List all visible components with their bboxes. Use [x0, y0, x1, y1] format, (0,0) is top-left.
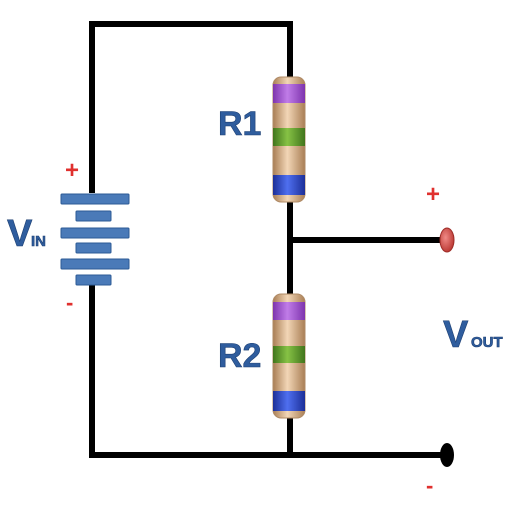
resistor-r1: [272, 76, 306, 203]
vout-label-main: V: [443, 314, 469, 356]
battery-plate-short: [75, 242, 112, 254]
output-minus-sign: -: [426, 473, 433, 498]
resistor-band-green: [273, 128, 305, 146]
r2-label: R2: [218, 337, 261, 375]
battery-plate-long: [60, 193, 130, 205]
resistor-band-blue: [273, 175, 305, 195]
r1-label: R1: [218, 105, 261, 143]
battery: [60, 193, 130, 286]
battery-plate-short: [75, 274, 112, 286]
battery-plus-sign: +: [65, 157, 79, 184]
vin-label-sub: IN: [31, 233, 46, 250]
resistor-band-purple: [273, 302, 305, 320]
vin-label-main: V: [7, 213, 33, 255]
output-terminal-plus: [439, 227, 455, 253]
resistor-r2: [272, 293, 306, 419]
vout-label-sub: OUT: [471, 334, 503, 351]
battery-plate-long: [60, 227, 130, 239]
battery-minus-sign: -: [66, 290, 73, 315]
resistor-band-green: [273, 346, 305, 363]
wires: [89, 21, 445, 458]
battery-plate-long: [60, 258, 130, 270]
resistor-band-blue: [273, 391, 305, 411]
output-plus-sign: +: [426, 181, 440, 208]
resistor-band-purple: [273, 84, 305, 103]
battery-plate-short: [75, 210, 112, 222]
output-terminal-minus: [440, 443, 454, 467]
